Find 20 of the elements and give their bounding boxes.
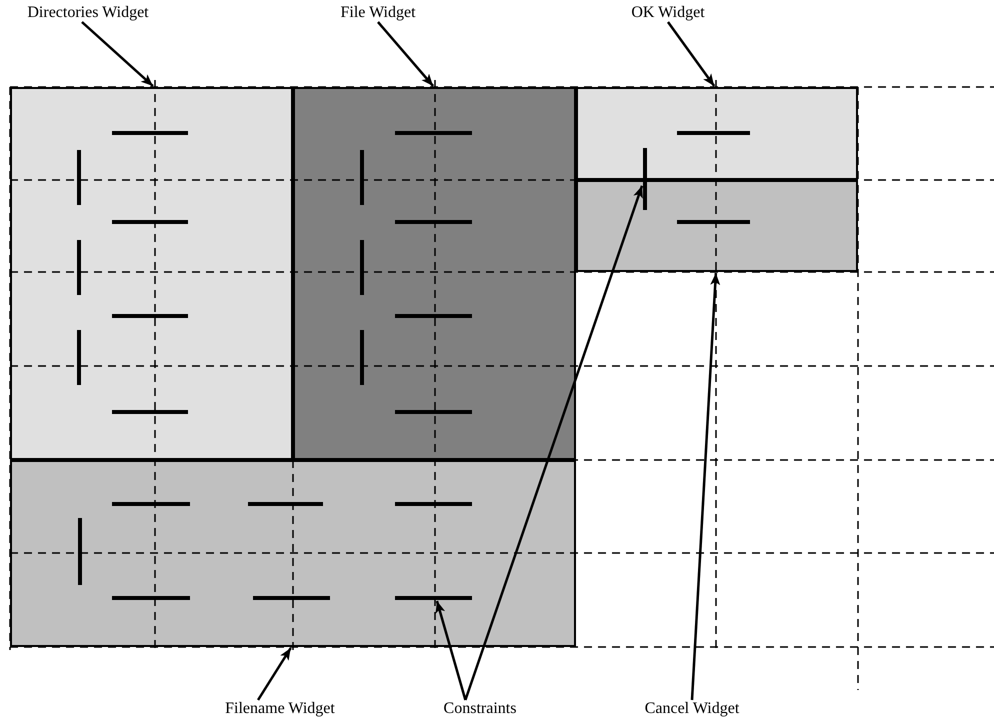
widget-box [10, 460, 576, 647]
leader-arrow [257, 647, 292, 701]
callout-label: Cancel Widget [644, 700, 740, 718]
widget-box [293, 87, 576, 460]
widget-box [576, 180, 858, 272]
leader-arrow [435, 600, 467, 700]
callout-label: OK Widget [631, 4, 705, 22]
callout-label: File Widget [340, 4, 416, 22]
widget-box [10, 87, 293, 460]
widget-box [576, 87, 858, 180]
leader-arrow [81, 21, 154, 87]
leader-arrow [377, 21, 434, 87]
callout-label: Constraints [444, 700, 516, 718]
leader-arrow [464, 185, 644, 700]
callout-label: Filename Widget [225, 700, 335, 718]
constraint-bar [643, 148, 647, 210]
callout-label: Directories Widget [27, 4, 149, 22]
constraint-bar [395, 596, 472, 600]
leader-arrow [666, 21, 716, 87]
leader-arrow [690, 272, 720, 700]
